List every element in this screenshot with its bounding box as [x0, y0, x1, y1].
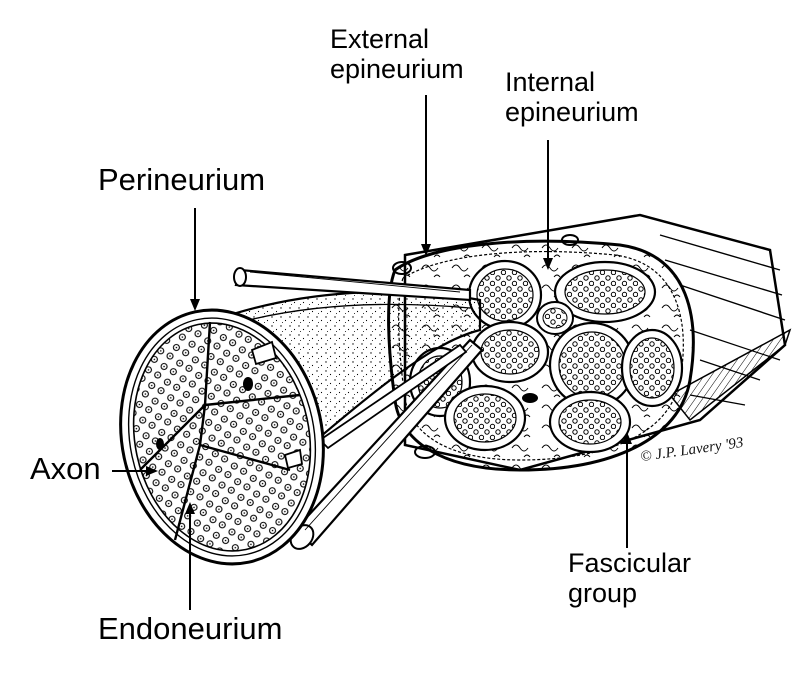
- blood-vessel: [318, 343, 468, 450]
- internal-epineurium-label: Internal epineurium: [505, 67, 639, 127]
- fascicle: [553, 260, 657, 324]
- label-line: External: [330, 24, 430, 54]
- nerve-cut-face: [387, 234, 695, 472]
- label-line: epineurium: [330, 54, 464, 85]
- fascicle: [620, 328, 684, 408]
- label-line: group: [568, 578, 638, 609]
- fascicle: [470, 320, 550, 384]
- fascicular-group-label: Fascicular group: [568, 548, 691, 608]
- fascicle: [536, 301, 574, 335]
- label-line: Perineurium: [98, 162, 266, 197]
- fascicle: [548, 321, 636, 409]
- perineurium-label: Perineurium: [98, 162, 266, 198]
- blood-vessel: [233, 267, 472, 302]
- label-line: epineurium: [505, 97, 639, 128]
- fascicle: [467, 259, 543, 331]
- endoneurium-label: Endoneurium: [98, 611, 283, 647]
- fascicle: [443, 384, 527, 452]
- label-line: Axon: [30, 451, 101, 486]
- axon-label: Axon: [30, 451, 101, 487]
- label-line: Endoneurium: [98, 611, 283, 646]
- leader-lines: [112, 95, 632, 610]
- external-epineurium-label: External epineurium: [330, 24, 464, 84]
- fascicle-cross-section: [119, 308, 325, 566]
- label-line: Internal: [505, 67, 596, 97]
- fascicle: [548, 390, 632, 454]
- label-line: Fascicular: [568, 548, 692, 578]
